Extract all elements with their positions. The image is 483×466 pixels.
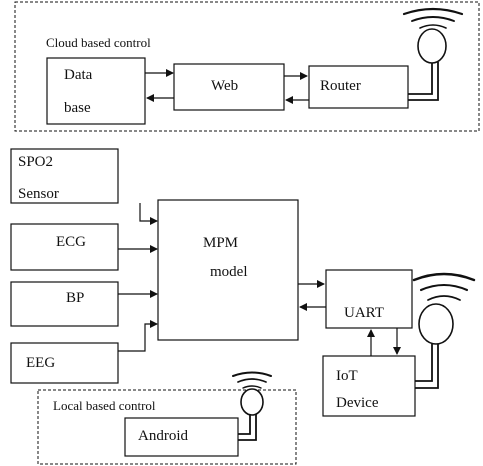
- uart-label: UART: [344, 305, 384, 321]
- android-wireless-waves-icon: [232, 371, 272, 389]
- bp-block: [10, 281, 119, 327]
- local-control-label: Local based control: [53, 398, 156, 413]
- iot-label-line1: IoT: [336, 368, 358, 384]
- eeg-block: [10, 342, 119, 384]
- bp-label: BP: [66, 290, 84, 306]
- mpm-label-line1: MPM: [203, 235, 238, 251]
- database-label-line1: Data: [64, 67, 93, 83]
- web-label: Web: [211, 78, 238, 94]
- iot-wireless-waves-icon: [412, 272, 476, 301]
- cloud-control-group: [14, 1, 480, 132]
- local-control-group: [37, 389, 297, 465]
- cloud-control-label: Cloud based control: [46, 35, 151, 50]
- database-block: [46, 57, 146, 125]
- spo2-label-line2: Sensor: [18, 186, 59, 202]
- spo2-label-line1: SPO2: [18, 154, 53, 170]
- router-wireless-waves-icon: [402, 7, 464, 29]
- router-antenna-icon: [408, 28, 447, 101]
- android-label: Android: [138, 428, 188, 444]
- ecg-label: ECG: [56, 234, 86, 250]
- eeg-label: EEG: [26, 355, 55, 371]
- iot-device-block: [322, 355, 416, 417]
- web-block: [173, 63, 285, 111]
- arrow-eeg-to-mpm: [118, 320, 158, 352]
- ecg-block: [10, 223, 119, 271]
- android-antenna-icon: [238, 388, 264, 441]
- android-block: [124, 417, 239, 457]
- router-label: Router: [320, 78, 361, 94]
- spo2-sensor-block: [10, 148, 119, 204]
- router-block: [308, 65, 409, 109]
- mpm-label-line2: model: [210, 264, 248, 280]
- mpm-model-block: [157, 199, 299, 341]
- arrow-spo2-to-mpm: [139, 203, 158, 225]
- iot-antenna-icon: [415, 303, 454, 389]
- iot-label-line2: Device: [336, 395, 379, 411]
- database-label-line2: base: [64, 100, 91, 116]
- uart-block: [325, 269, 413, 329]
